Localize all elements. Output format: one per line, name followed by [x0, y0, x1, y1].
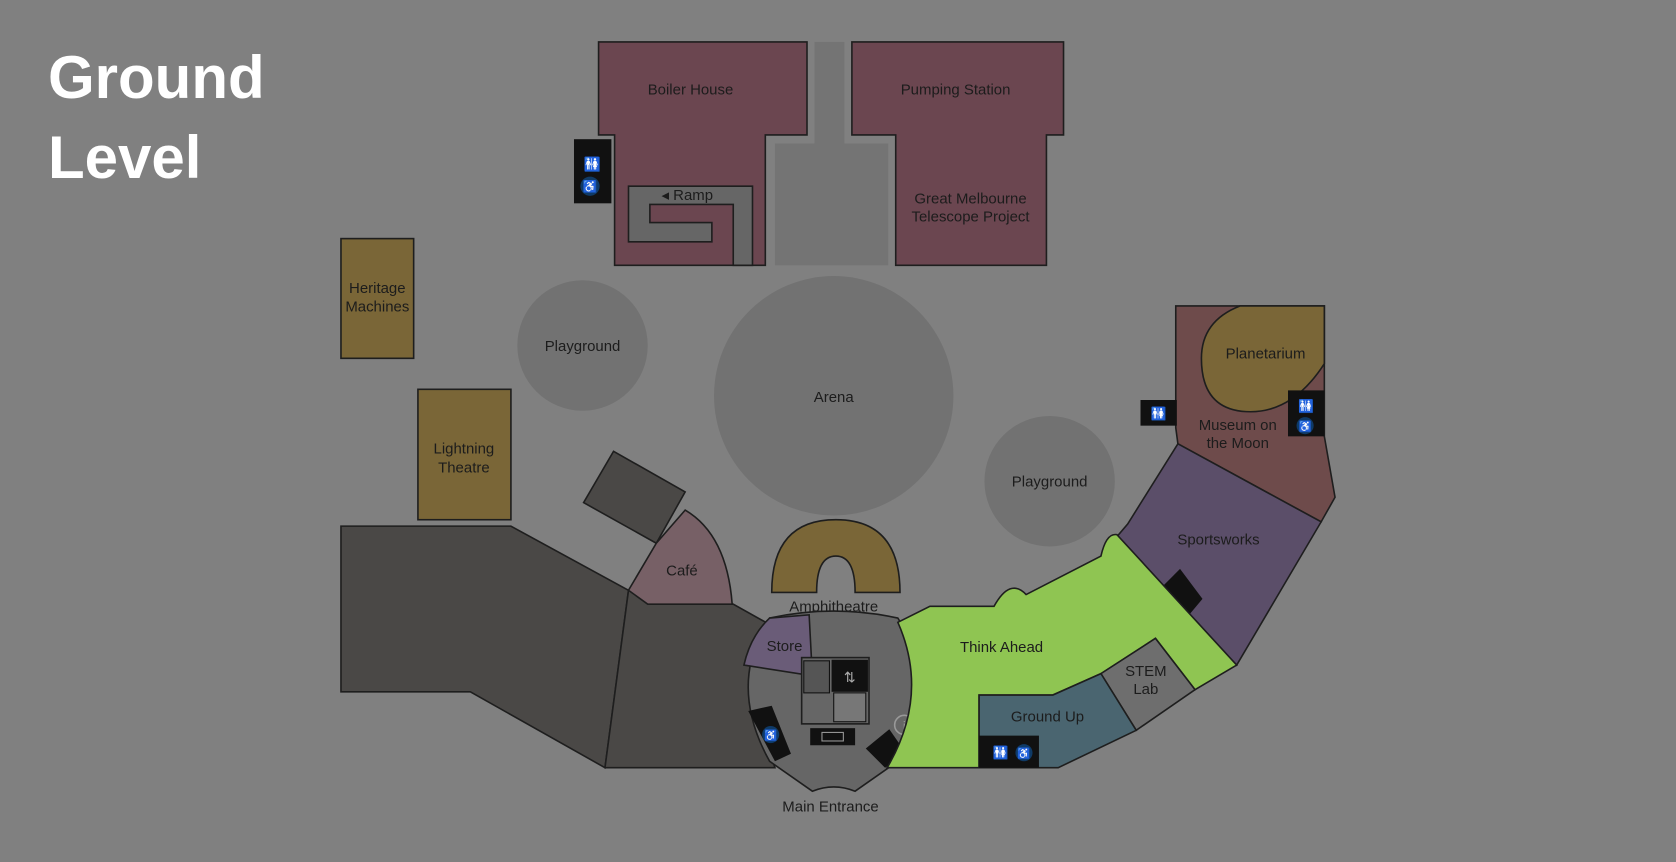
toilets-ground-up-icon: 🚻 ♿: [979, 735, 1039, 768]
escalator-icon: [833, 692, 867, 723]
cafe[interactable]: Café: [627, 509, 734, 605]
ramp[interactable]: ◂ Ramp: [627, 185, 754, 267]
toilets-moon-icon: 🚻 ♿ 🚻: [1140, 390, 1325, 437]
svg-text:🚻: 🚻: [992, 745, 1008, 760]
title-line-1: Ground: [48, 44, 265, 111]
sportsworks-label: Sportsworks: [1177, 531, 1259, 548]
main-entrance-label: Main Entrance: [782, 799, 878, 816]
ticket-icon: [810, 728, 856, 746]
svg-text:♿: ♿: [1017, 747, 1030, 760]
telescope-label-1: Great Melbourne: [914, 190, 1026, 207]
planetarium-label: Planetarium: [1226, 345, 1306, 362]
ramp-label: ◂ Ramp: [662, 187, 714, 204]
courtyard: [774, 143, 889, 266]
walkway: [814, 41, 845, 145]
amphitheatre[interactable]: Amphitheatre: [770, 518, 901, 616]
moon-label-1: Museum on: [1199, 417, 1277, 434]
heritage-label-2: Machines: [345, 298, 409, 315]
planetarium[interactable]: Planetarium: [1200, 305, 1326, 413]
svg-text:i: i: [903, 718, 906, 733]
ground-up-label: Ground Up: [1011, 709, 1084, 726]
svg-text:🚻: 🚻: [1151, 406, 1167, 421]
svg-text:⇅: ⇅: [844, 669, 856, 685]
title-line-2: Level: [48, 124, 202, 191]
svg-text:♿: ♿: [764, 729, 777, 742]
heritage-machines[interactable]: Heritage Machines: [340, 237, 415, 360]
playground-east-label: Playground: [1012, 474, 1088, 491]
page-title: Ground Level: [48, 38, 265, 198]
playground-east[interactable]: Playground: [984, 416, 1115, 547]
stem-label-2: Lab: [1133, 681, 1158, 698]
boiler-house-label: Boiler House: [648, 81, 734, 98]
telescope-label-2: Telescope Project: [912, 209, 1031, 226]
lightning-label-2: Theatre: [438, 460, 490, 477]
playground-west[interactable]: Playground: [517, 280, 648, 411]
moon-label-2: the Moon: [1207, 435, 1269, 452]
arena[interactable]: Arena: [714, 276, 954, 516]
stairs-icon: [803, 660, 830, 694]
arena-label: Arena: [814, 389, 855, 406]
lift-east-icon: [1162, 568, 1203, 619]
pumping-station[interactable]: Pumping Station Great Melbourne Telescop…: [851, 41, 1065, 267]
svg-text:🚻: 🚻: [1298, 399, 1314, 414]
stem-label-1: STEM: [1125, 663, 1167, 680]
lift-icon: [831, 659, 868, 692]
toilets-north-icon: 🚻 ♿: [573, 139, 612, 204]
cafe-label: Café: [666, 562, 698, 579]
think-ahead-label: Think Ahead: [960, 639, 1043, 656]
west-building: [340, 525, 630, 769]
svg-text:🚻: 🚻: [584, 156, 601, 173]
svg-text:♿: ♿: [583, 180, 598, 194]
svg-text:♿: ♿: [1298, 420, 1311, 433]
heritage-label-1: Heritage: [349, 280, 406, 297]
store-label: Store: [767, 638, 803, 655]
lightning-label-1: Lightning: [434, 440, 495, 457]
lightning-theatre[interactable]: Lightning Theatre: [417, 388, 512, 521]
pumping-station-label: Pumping Station: [901, 81, 1011, 98]
playground-west-label: Playground: [545, 338, 621, 355]
think-ahead[interactable]: Think Ahead: [885, 533, 1238, 769]
